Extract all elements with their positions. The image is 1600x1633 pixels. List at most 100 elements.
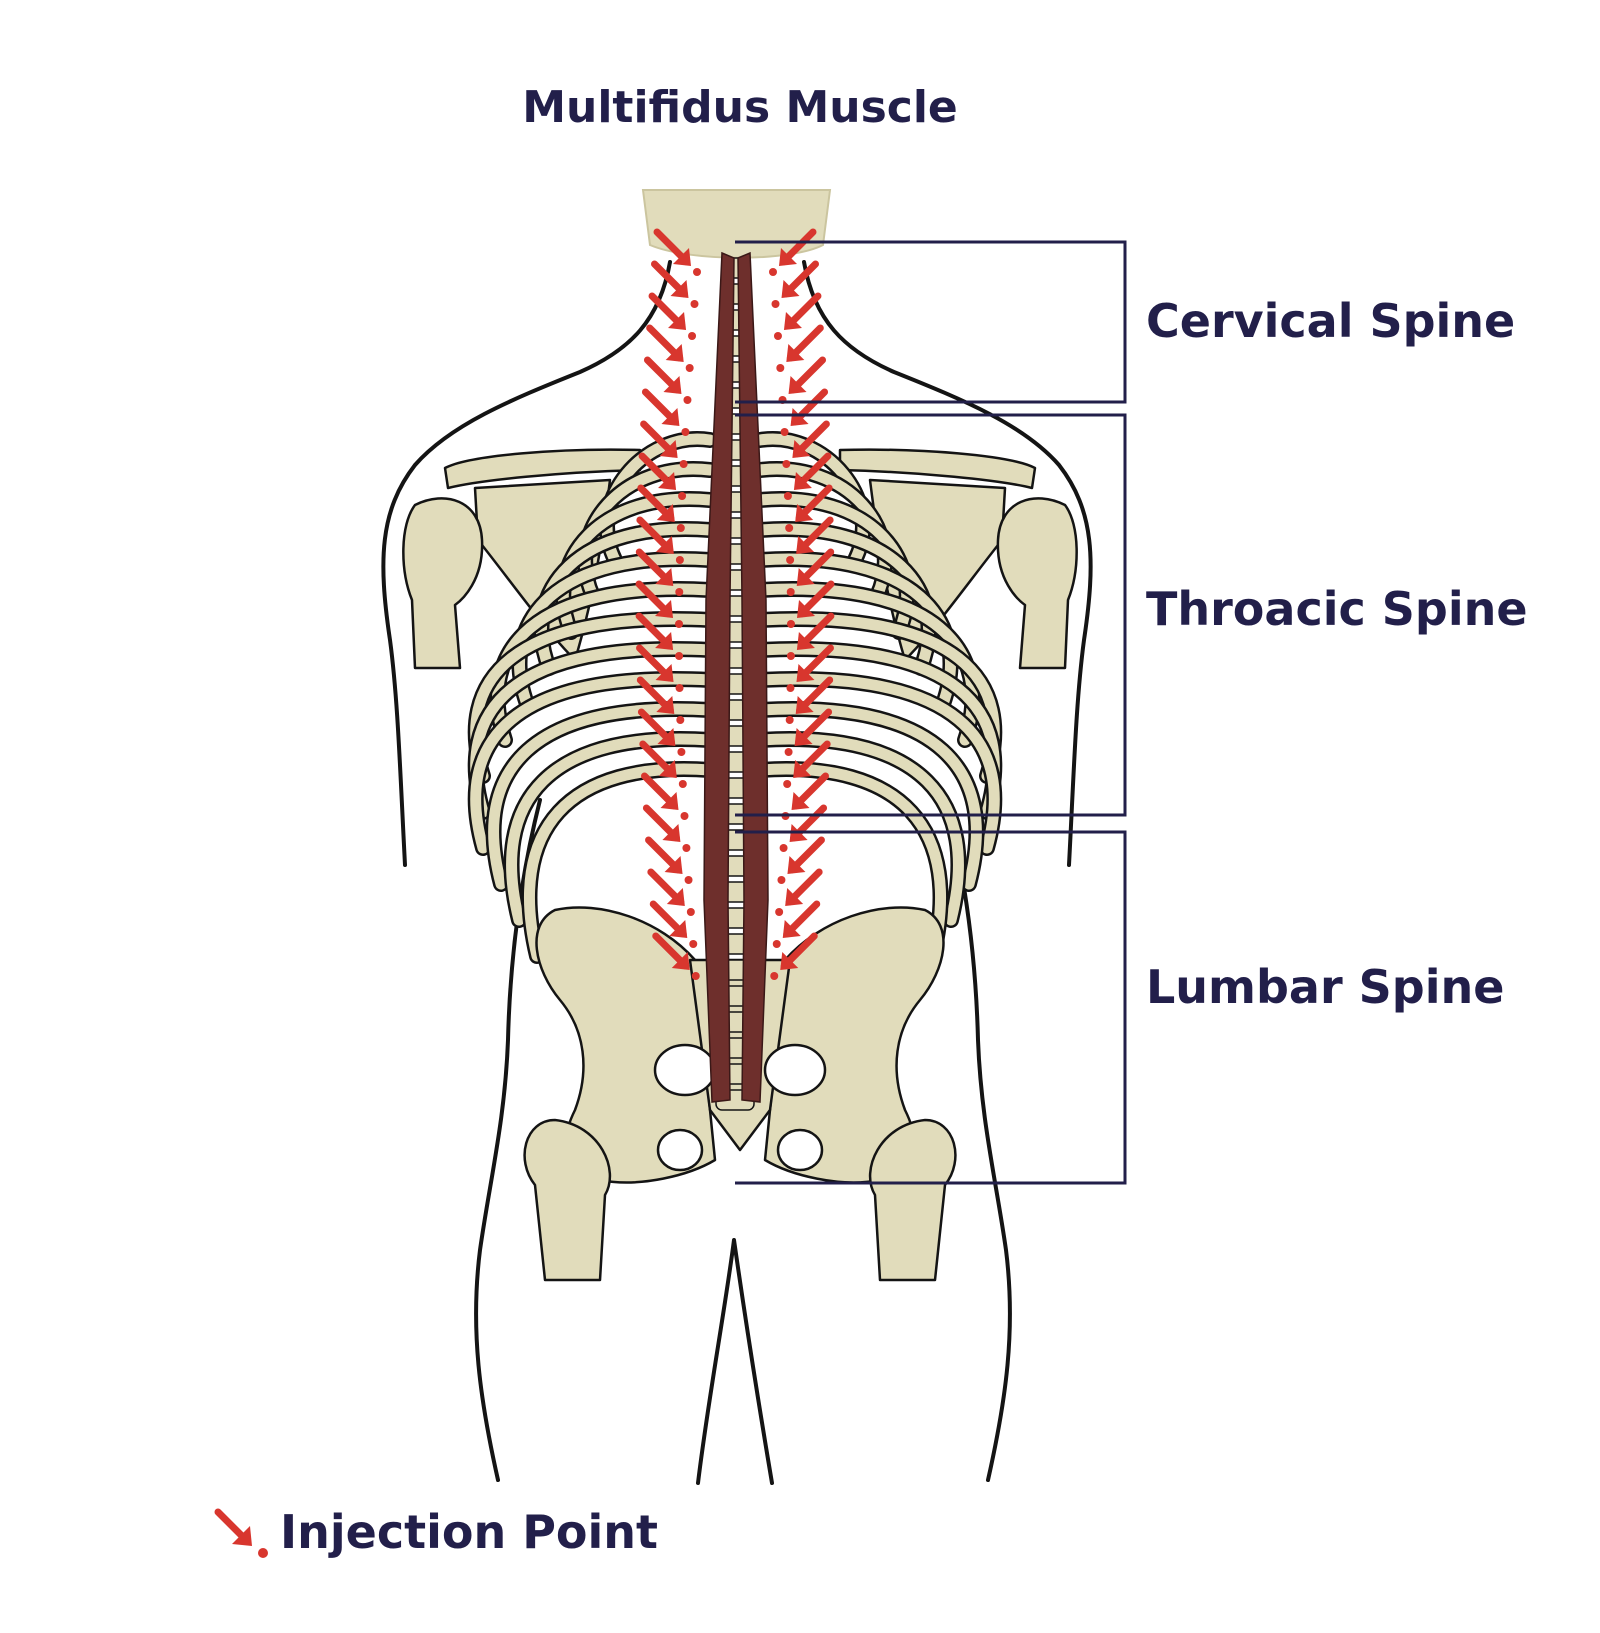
injection-arrowhead xyxy=(663,376,682,394)
injection-arrowhead xyxy=(666,888,685,906)
injection-arrows xyxy=(635,228,835,980)
injection-dot xyxy=(769,268,777,276)
injection-arrowhead xyxy=(668,312,687,330)
pelvic-inlet-left xyxy=(653,1043,717,1097)
injection-dot xyxy=(786,620,795,628)
bracket-thoracic xyxy=(735,413,1127,817)
injection-arrowhead xyxy=(796,632,815,650)
injection-arrowhead xyxy=(780,952,799,970)
rib-left-fill xyxy=(506,733,716,926)
injection-arrowhead xyxy=(787,856,806,874)
body-outline-left xyxy=(381,260,672,867)
injection-dot xyxy=(780,428,789,436)
muscle-strand-right xyxy=(737,251,769,1103)
injection-arrowhead xyxy=(792,440,811,458)
obturator-left xyxy=(656,1128,704,1172)
muscle-strand-left xyxy=(703,251,735,1103)
region-brackets xyxy=(735,240,1127,1185)
shoulder-girdle xyxy=(402,448,1078,670)
injection-dot xyxy=(675,588,684,596)
injection-dot xyxy=(691,972,700,980)
injection-dot xyxy=(677,748,686,756)
injection-arrowhead xyxy=(782,920,801,938)
label-thoracic-spine: Throacic Spine xyxy=(1146,582,1528,636)
injection-arrowhead xyxy=(657,728,676,746)
injection-arrowhead xyxy=(664,856,683,874)
injection-arrowhead xyxy=(655,632,674,650)
injection-dot xyxy=(675,652,684,660)
injection-dot xyxy=(785,716,794,724)
multifidus-muscle xyxy=(703,251,769,1103)
injection-arrow-icon xyxy=(214,1508,268,1558)
body-outline-right xyxy=(802,260,1093,867)
injection-dot xyxy=(783,492,792,500)
injection-arrowhead xyxy=(796,536,815,554)
label-cervical-spine: Cervical Spine xyxy=(1146,294,1516,348)
injection-arrowhead xyxy=(665,344,684,362)
rib-right-fill xyxy=(754,703,982,890)
injection-dot xyxy=(681,428,690,436)
injection-dot xyxy=(782,460,791,468)
injection-dot xyxy=(689,940,698,948)
injection-dot xyxy=(775,908,784,916)
injection-dot xyxy=(771,300,780,308)
injection-arrowhead xyxy=(795,696,814,714)
injection-dot xyxy=(786,588,795,596)
injection-arrowhead xyxy=(794,728,813,746)
injection-arrowhead xyxy=(671,952,690,970)
injection-arrowhead xyxy=(670,280,689,298)
injection-dot xyxy=(678,780,687,788)
injection-dot xyxy=(675,684,684,692)
injection-dot xyxy=(683,396,692,404)
injection-dot xyxy=(684,876,693,884)
injection-dot xyxy=(680,812,689,820)
injection-arrowhead xyxy=(659,440,678,458)
injection-arrowhead xyxy=(796,568,815,586)
rib-left-fill xyxy=(488,703,716,890)
label-lumbar-spine: Lumbar Spine xyxy=(1146,960,1505,1014)
injection-arrowhead xyxy=(656,504,675,522)
diagram-title: Multifidus Muscle xyxy=(522,82,958,133)
femur-left xyxy=(523,1118,612,1282)
injection-arrowhead xyxy=(655,568,674,586)
rib-right-fill xyxy=(754,553,956,710)
injection-dot xyxy=(693,268,701,276)
rib-right-fill xyxy=(754,733,964,926)
injection-arrowhead xyxy=(655,664,674,682)
pelvic-inlet-right xyxy=(763,1043,827,1097)
injection-dot xyxy=(678,492,687,500)
humerus-left xyxy=(402,497,484,670)
rib-right-fill xyxy=(754,763,946,962)
pelvis-openings xyxy=(653,1043,827,1172)
injection-dot xyxy=(773,332,782,340)
torso-waist-right xyxy=(944,798,1012,1482)
legs-gap xyxy=(696,1238,774,1485)
injection-arrowhead xyxy=(669,920,688,938)
injection-dot xyxy=(682,844,691,852)
ilium-left xyxy=(535,906,717,1184)
injection-arrowhead xyxy=(673,248,691,266)
injection-dot xyxy=(690,300,699,308)
injection-dot xyxy=(777,876,786,884)
injection-dot xyxy=(685,364,694,372)
injection-arrowhead xyxy=(660,792,679,810)
bracket-lumbar xyxy=(735,830,1127,1185)
injection-arrowhead xyxy=(783,312,802,330)
injection-dot xyxy=(772,940,781,948)
injection-arrowhead xyxy=(785,888,804,906)
injection-arrowhead xyxy=(658,472,677,490)
injection-arrowhead xyxy=(786,344,805,362)
injection-arrowhead xyxy=(793,760,812,778)
injection-dot xyxy=(675,620,684,628)
pelvis xyxy=(523,906,957,1282)
femur-right xyxy=(868,1118,957,1282)
injection-arrowhead xyxy=(656,696,675,714)
injection-arrowhead xyxy=(658,760,677,778)
injection-arrowhead xyxy=(795,504,814,522)
injection-dot xyxy=(679,460,688,468)
injection-dot xyxy=(676,716,685,724)
injection-dot xyxy=(786,652,795,660)
injection-arrowhead xyxy=(661,408,680,426)
injection-dot xyxy=(786,556,795,564)
